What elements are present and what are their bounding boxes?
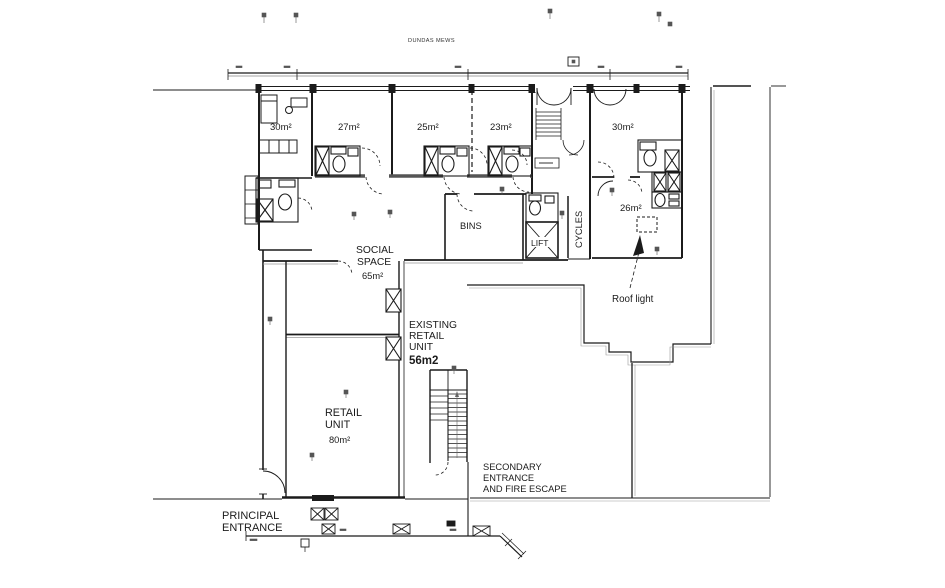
lift-label: LIFT [531,238,548,248]
entrance-doors [259,180,614,495]
north-facade-wall [255,84,690,93]
room-label-25: 25m² [417,122,439,133]
furniture [258,94,308,154]
existing-retail-label-2: RETAIL [409,331,445,342]
pavement-symbols [300,507,491,552]
secondary-entrance-label-1: SECONDARY [483,462,542,472]
site-boundary-lines [153,69,786,560]
roof-light-symbol [629,216,658,289]
room-label-26: 26m² [620,203,642,214]
survey-marks [235,8,683,541]
lobby-wc [525,192,559,223]
retail-unit-label-2: UNIT [325,419,351,431]
bins-label: BINS [460,221,482,231]
door-swings [297,147,643,476]
bathroom-pods [255,139,683,223]
entrance-gap [535,83,573,92]
social-space-label-2: SPACE [357,257,391,268]
room-right-double-door [593,88,627,106]
secondary-entrance-label-3: AND FIRE ESCAPE [483,484,567,494]
retail-unit-size: 80m² [329,435,350,445]
lobby-double-door [536,87,572,106]
principal-entrance-label-1: PRINCIPAL [222,510,279,522]
room-label-27: 27m² [338,122,360,133]
existing-retail-size: 56m2 [409,355,438,367]
existing-retail-label-3: UNIT [409,342,434,353]
principal-entrance-label-2: ENTRANCE [222,522,283,534]
secondary-entrance-label-2: ENTRANCE [483,473,534,483]
lift-label-halo [529,237,556,247]
lobby-stair [534,108,585,169]
existing-retail-label-1: EXISTING [409,320,457,331]
social-space-size: 65m² [362,271,383,281]
roof-light-label: Roof light [612,294,654,305]
social-space-label-1: SOCIAL [356,245,394,256]
room-label-30-right: 30m² [612,122,634,133]
fire-escape-stair [429,369,468,463]
retail-unit-label-1: RETAIL [325,407,362,419]
street-name-label: DUNDAS MEWS [408,38,455,44]
cycles-label: CYCLES [574,211,584,248]
room-label-30-left: 30m² [270,122,292,133]
structural-columns [385,288,402,361]
room-label-23: 23m² [490,122,512,133]
